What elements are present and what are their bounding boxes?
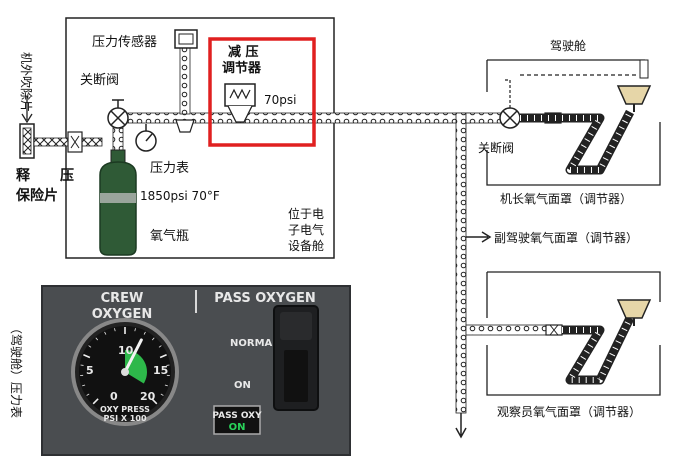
shutoff-valve-icon	[107, 99, 129, 129]
gauge-label-2: PSI X 100	[103, 414, 146, 423]
gauge-tick	[83, 354, 91, 359]
observer-frame	[486, 271, 661, 396]
mask-icon	[616, 85, 652, 112]
gauge-tick	[92, 398, 99, 405]
pipe-to-observer	[465, 324, 547, 336]
gauge-tick	[82, 384, 86, 387]
label-observer-mask: 观察员氧气面罩（调节器）	[497, 404, 641, 419]
oxygen-bottle-icon	[99, 149, 137, 256]
label-cockpit-gauge: （驾驶舱）压力表	[9, 322, 24, 418]
label-pressure-sensor: 压力传感器	[92, 34, 157, 50]
pressure-gauge-icon	[135, 124, 157, 152]
label-shutoff-valve: 关断阀	[80, 73, 119, 88]
pipe-main-vertical	[455, 112, 467, 414]
gauge-tick	[143, 331, 146, 335]
label-oxygen-bottle: 氧气瓶	[150, 228, 189, 244]
pass-oxy-on-light	[213, 405, 261, 435]
label-relief-3: 保险片	[15, 187, 58, 204]
pressure-reducer-icon	[224, 83, 256, 123]
pressure-sensor-box	[174, 29, 198, 49]
label-captain-mask: 机长氧气面罩（调节器）	[500, 191, 632, 206]
outboard-arrow	[21, 96, 33, 124]
label-cockpit-shutoff: 关断阀	[478, 140, 514, 155]
panel-crew-2: OXYGEN	[92, 307, 152, 322]
label-cockpit: 驾驶舱	[550, 38, 586, 53]
reducer-highlight-box	[208, 37, 316, 147]
gauge-tick	[134, 328, 136, 332]
gauge-tick	[88, 345, 92, 348]
label-outboard-disc: 机外吹除片	[19, 52, 34, 112]
dial-15: 15	[153, 364, 168, 377]
crew-oxygen-gauge: 0 5 10 15 20 OXY PRESS PSI X 100	[71, 318, 179, 426]
dial-10: 10	[118, 344, 134, 357]
label-relief-2: 压	[60, 168, 74, 184]
cockpit-shutoff-valve-icon	[499, 79, 521, 129]
fo-branch-arrow	[466, 231, 492, 243]
gauge-tick	[160, 393, 164, 396]
gauge-tick	[158, 345, 162, 348]
label-reducer-psi: 70psi	[264, 93, 296, 107]
gauge-tick	[164, 384, 168, 387]
sensor-fitting	[175, 119, 195, 133]
observer-hose	[562, 316, 635, 385]
pipe-main-horizontal	[119, 112, 471, 124]
pass-oxy-label-1: PASS OXY	[212, 411, 262, 421]
label-fo-mask: 副驾驶氧气面罩（调节器）	[494, 230, 638, 245]
panel-pass-title: PASS OXYGEN	[214, 291, 316, 306]
label-bay-1: 位于电	[288, 206, 324, 221]
gauge-tick	[104, 331, 107, 335]
down-arrow-icon	[455, 413, 467, 439]
gauge-tick	[95, 337, 99, 341]
observer-mask-icon	[616, 299, 652, 326]
panel-normal: NORMAL	[230, 338, 279, 349]
label-reducer-1: 减 压	[228, 44, 259, 60]
pipe-sensor	[179, 47, 191, 115]
gauge-label-1: OXY PRESS	[100, 405, 150, 414]
panel-crew-1: CREW	[101, 291, 144, 306]
gauge-tick	[151, 398, 158, 405]
dial-0: 0	[110, 390, 118, 403]
dial-20: 20	[140, 390, 156, 403]
panel-on: ON	[234, 380, 251, 391]
outboard-disc-fitting	[19, 123, 35, 159]
gauge-tick	[114, 328, 116, 332]
label-reducer-2: 调节器	[222, 60, 262, 76]
gauge-tick	[86, 393, 90, 396]
label-gauge: 压力表	[150, 161, 189, 176]
captain-hose	[520, 109, 634, 175]
label-bay-2: 子电气	[288, 222, 324, 237]
gauge-tick	[159, 354, 167, 359]
label-relief-1: 释	[16, 167, 31, 184]
gauge-needle	[123, 338, 143, 374]
cockpit-fitting	[639, 59, 649, 79]
label-bottle-reading: 1850psi 70°F	[140, 189, 220, 203]
cockpit-frame	[486, 59, 661, 186]
dial-5: 5	[86, 364, 94, 377]
gauge-tick	[151, 337, 155, 341]
pass-oxy-label-2: ON	[229, 422, 246, 433]
label-bay-3: 设备舱	[288, 239, 324, 253]
